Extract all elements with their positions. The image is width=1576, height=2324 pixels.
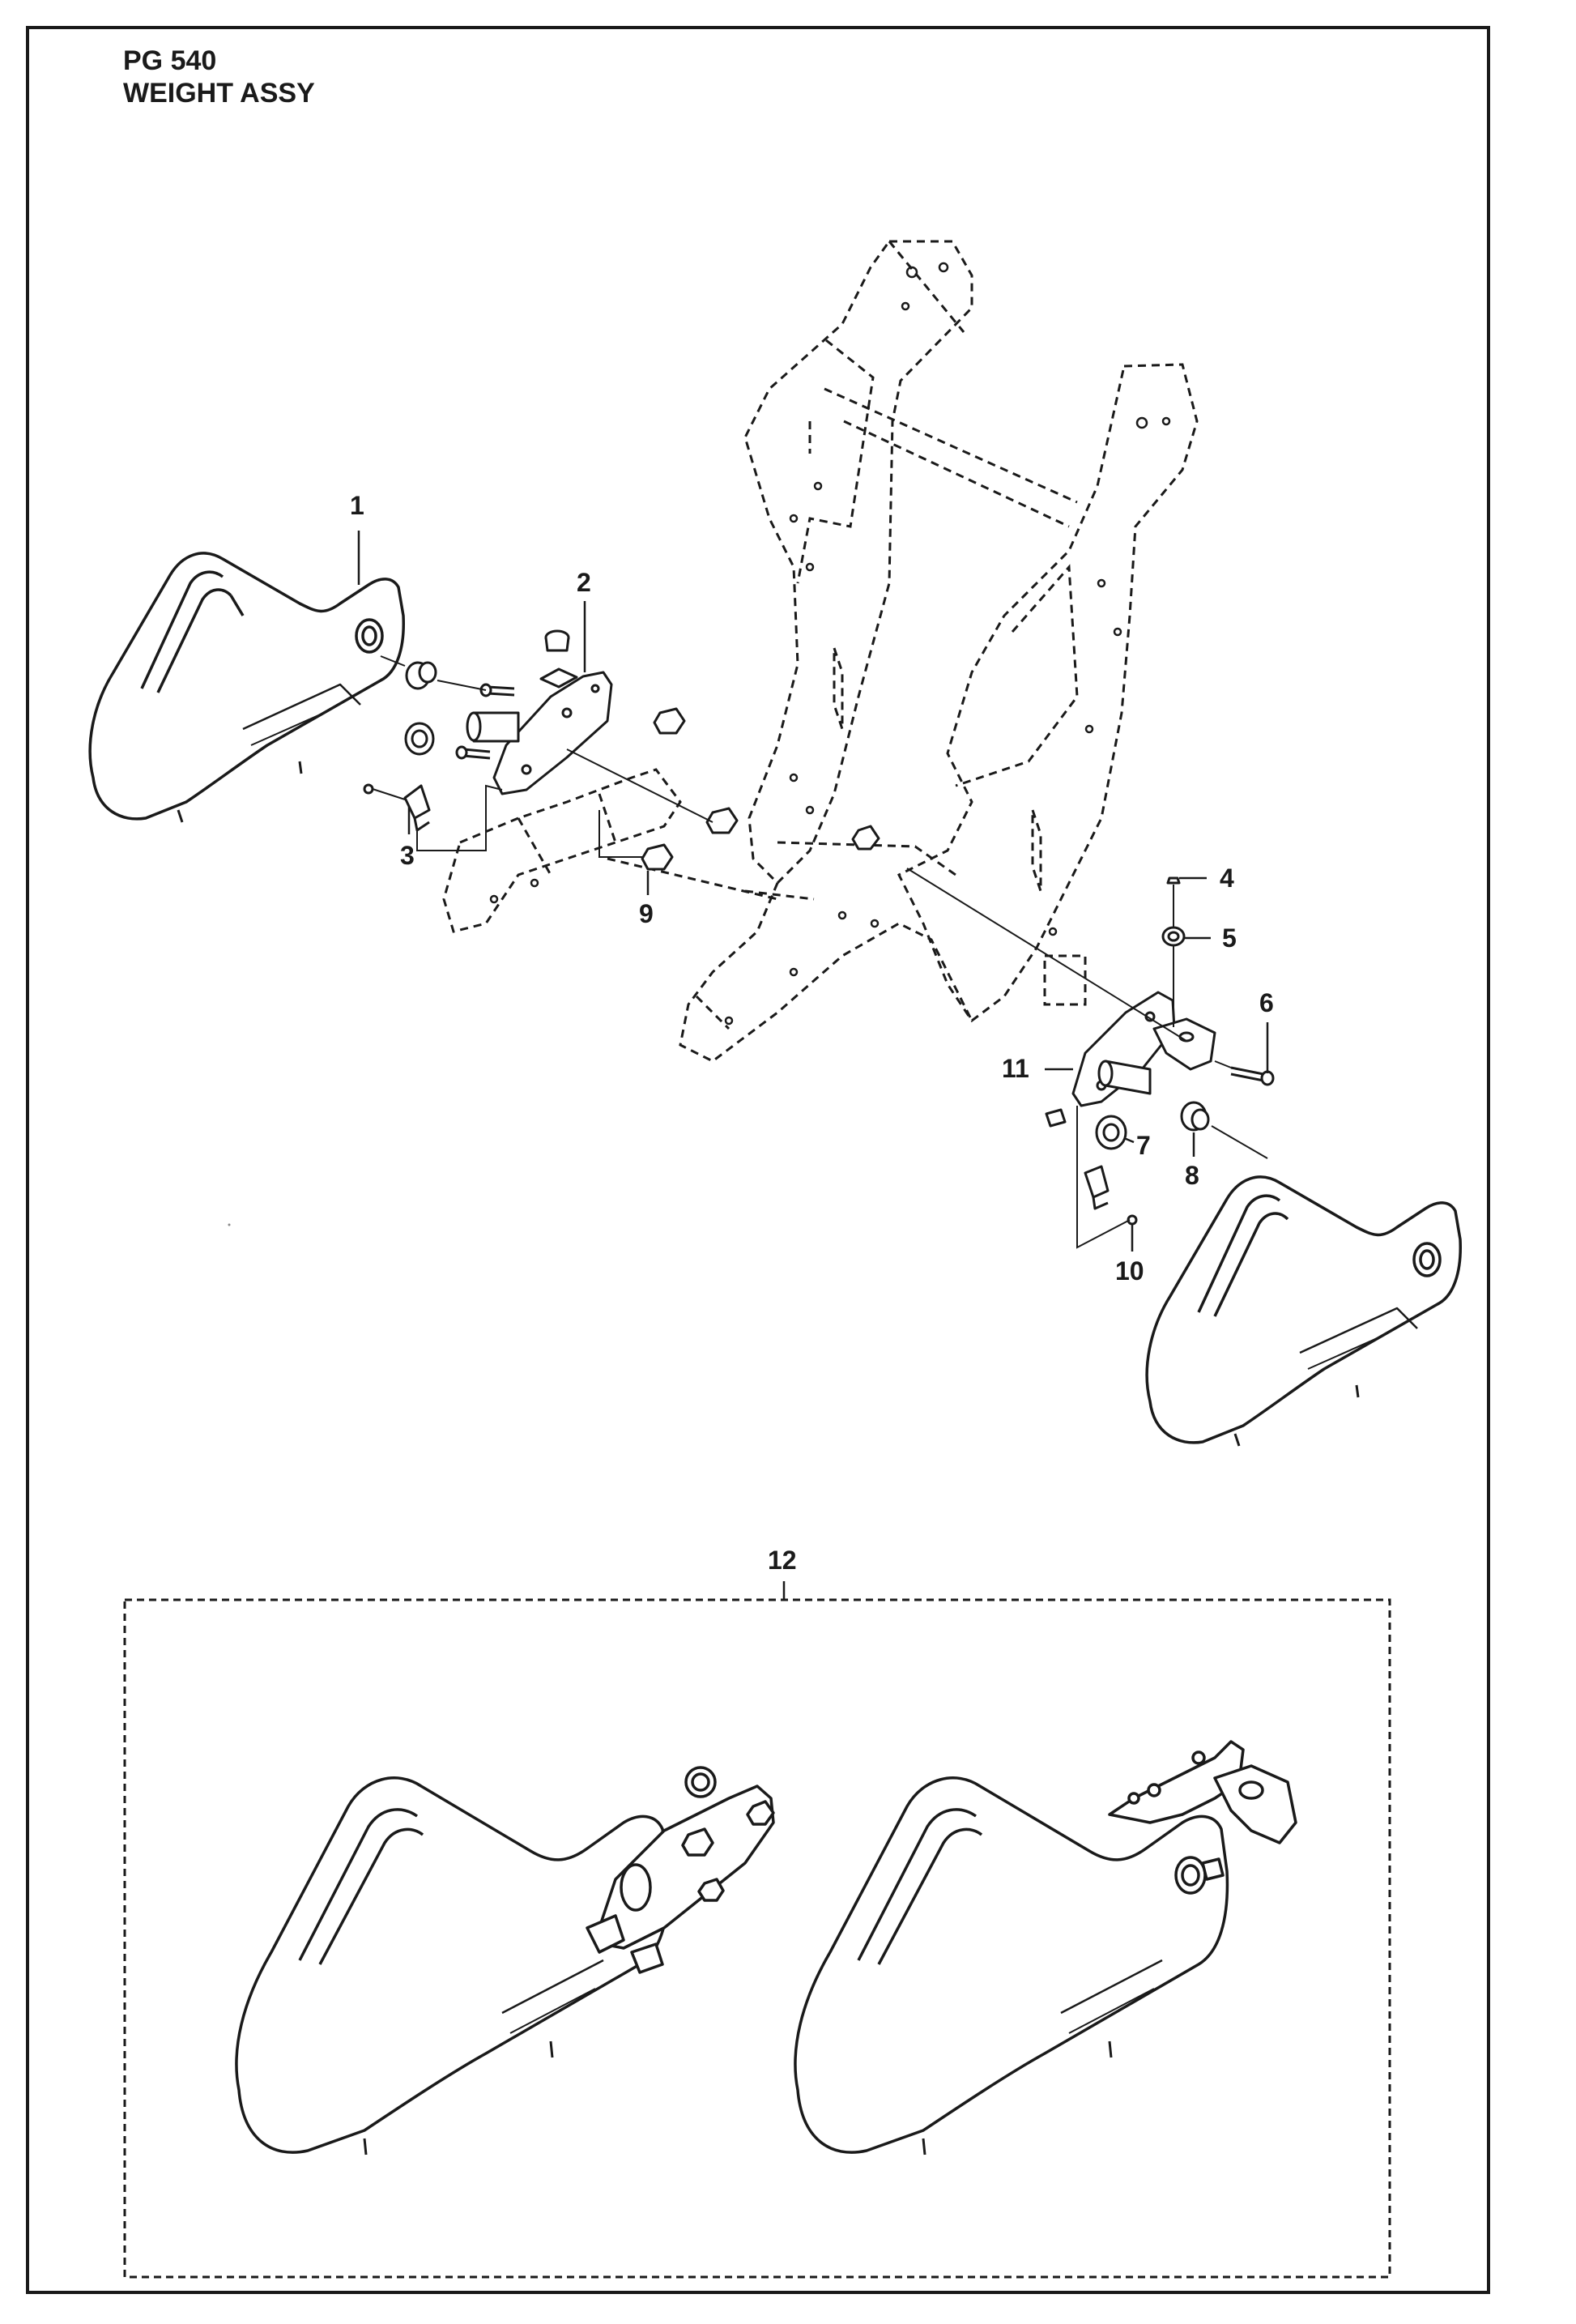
callout-8: 8	[1185, 1161, 1199, 1190]
frame-outline	[442, 240, 1199, 1063]
assembly-title: WEIGHT ASSY	[123, 78, 315, 109]
kit-weight-left	[235, 1766, 775, 2156]
callout-7: 7	[1136, 1131, 1151, 1160]
callout-1: 1	[350, 491, 364, 520]
callout-4: 4	[1220, 864, 1234, 893]
stray-dot	[228, 1223, 231, 1226]
bracket-left	[363, 629, 880, 871]
callout-6: 6	[1259, 988, 1274, 1017]
callout-2: 2	[577, 568, 591, 597]
weight-right	[1145, 1175, 1462, 1447]
callout-3: 3	[400, 841, 415, 870]
callout-leaders	[357, 531, 1269, 1600]
page-code: PG 540	[123, 45, 217, 76]
callout-10: 10	[1115, 1256, 1144, 1286]
assembly-lines-right	[906, 868, 1268, 1249]
bracket-right	[1045, 876, 1275, 1226]
frame-holes	[489, 262, 1171, 1026]
callout-11: 11	[1002, 1054, 1029, 1083]
assembly-lines-left	[372, 655, 713, 858]
kit-boundary	[123, 1598, 1391, 2279]
kit-weight-right	[794, 1740, 1297, 2156]
callout-9: 9	[639, 899, 654, 928]
weight-left	[88, 552, 405, 823]
page-border	[26, 26, 1490, 2294]
callout-5: 5	[1222, 923, 1237, 953]
callout-12: 12	[768, 1546, 797, 1575]
